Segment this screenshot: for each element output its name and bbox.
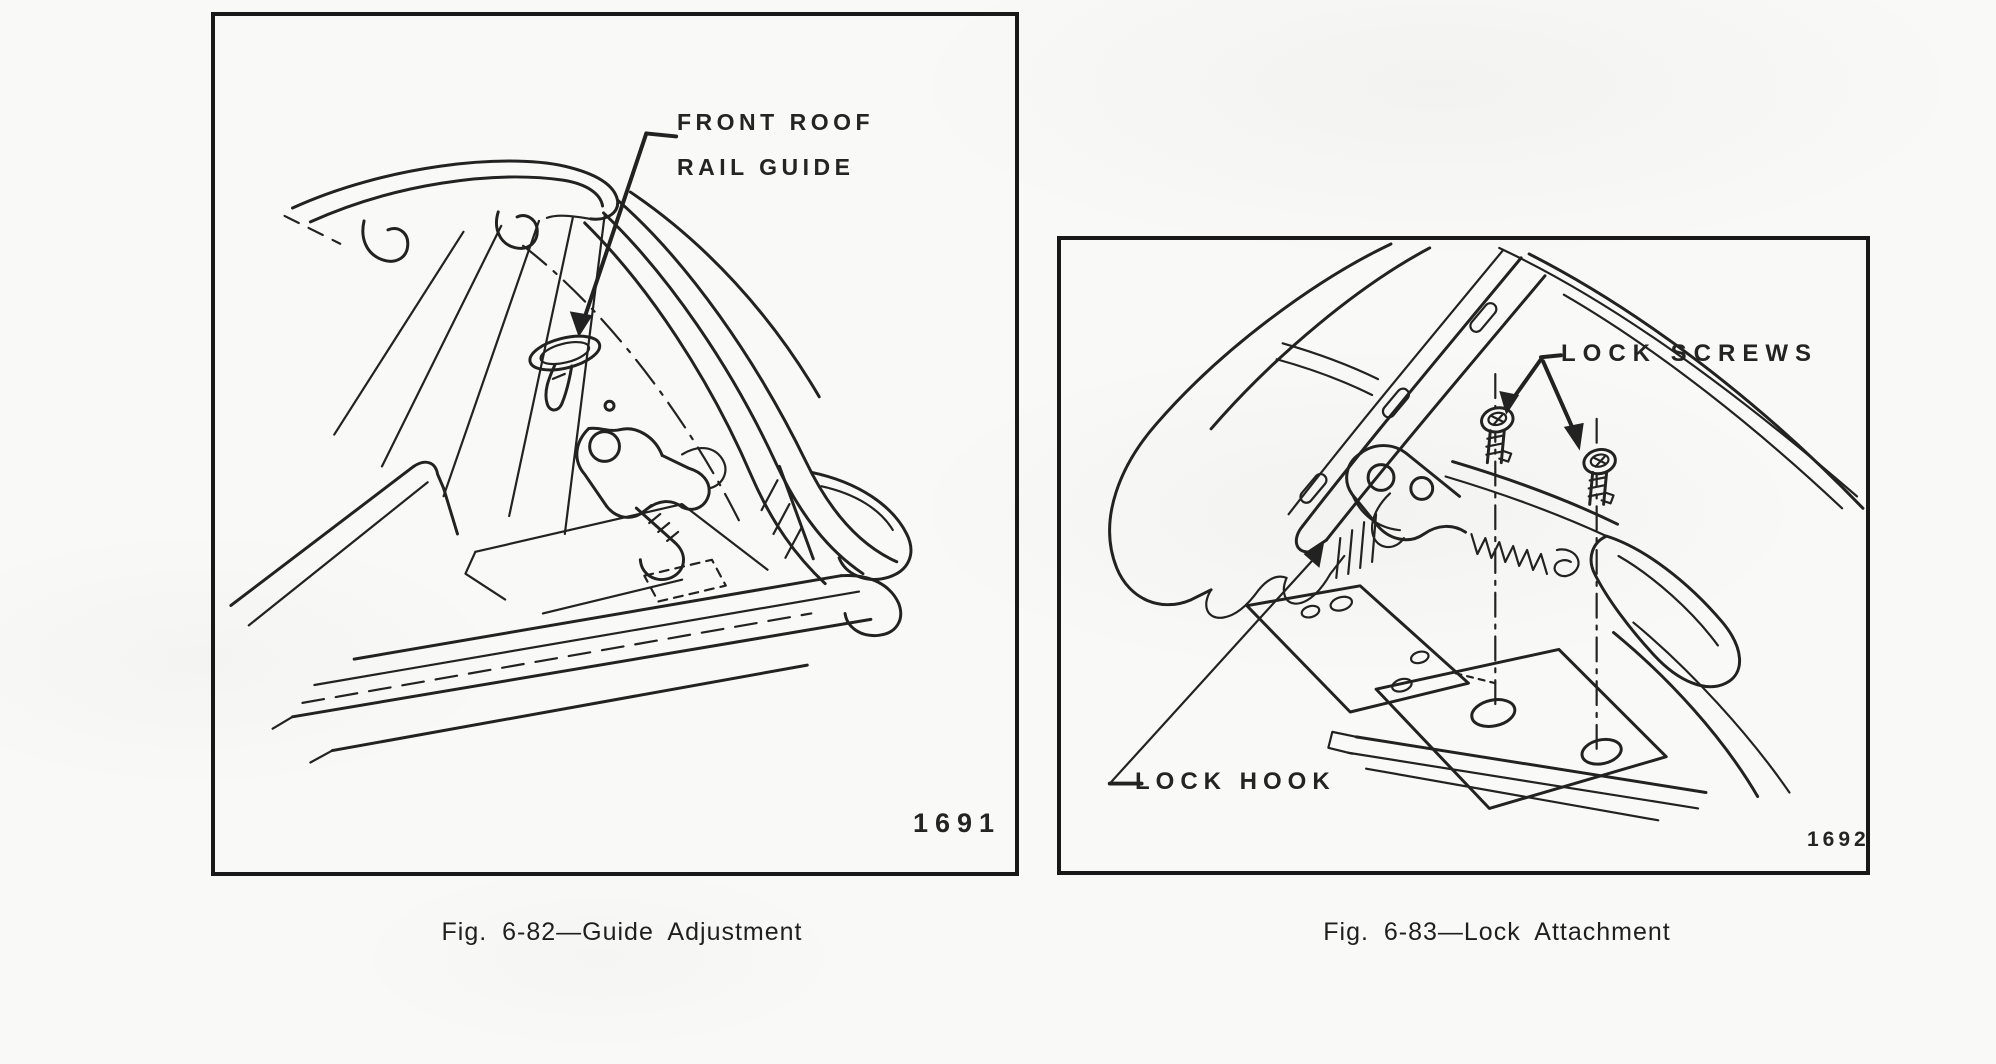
lock-mechanism [1345, 444, 1741, 689]
windshield-side-rail [229, 460, 459, 627]
lock-screw-2 [1582, 447, 1617, 506]
figure-caption-6-83: Fig. 6-83—Lock Attachment [1323, 918, 1671, 946]
guide-leader-arrow [569, 131, 679, 338]
figure-frame-lock-attachment: LOCK SCREWS LOCK HOOK 1692 [1057, 236, 1870, 875]
lock-screw-1 [1480, 406, 1515, 465]
rail-strip [1287, 248, 1547, 579]
lock-attachment-illustration [1107, 242, 1865, 822]
callout-front-roof-rail-guide: FRONT ROOF RAIL GUIDE [677, 100, 874, 190]
lock-screws-leader-arrows [1499, 353, 1584, 451]
guide-adjustment-illustration [229, 131, 913, 764]
callout-lock-screws: LOCK SCREWS [1561, 340, 1818, 367]
channel-end-cap [760, 464, 913, 581]
body-outline [1108, 242, 1432, 619]
floor-pan [464, 503, 769, 615]
sill-rails [271, 574, 903, 764]
figure-caption-6-82: Fig. 6-82—Guide Adjustment [441, 918, 803, 946]
roof-rail-guide-pin [528, 334, 616, 412]
latch-assembly [575, 426, 727, 581]
drip-rail [1498, 246, 1865, 798]
callout-lock-hook: LOCK HOOK [1135, 768, 1336, 795]
plate-number-1691: 1691 [913, 808, 1002, 838]
pillar-arcs [521, 190, 899, 586]
lock-hook-leader-arrow [1107, 541, 1325, 786]
figure-frame-guide-adjustment: FRONT ROOF RAIL GUIDE 1691 [211, 12, 1019, 876]
plate-number-1692: 1692 [1807, 828, 1870, 851]
callout-front-roof-line1: FRONT ROOF [677, 109, 875, 135]
callout-front-roof-line2: RAIL GUIDE [677, 154, 855, 180]
base-plates [1245, 584, 1708, 822]
header-rail-outline [283, 159, 620, 263]
pillar-face-ribs [333, 214, 606, 536]
